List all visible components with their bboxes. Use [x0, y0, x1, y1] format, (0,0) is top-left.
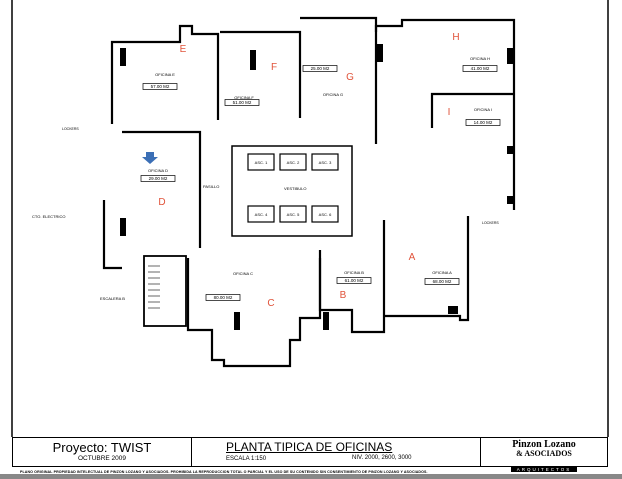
office-name: OFICINA G — [323, 92, 343, 97]
area-box — [142, 83, 178, 90]
office-letter: C — [267, 298, 274, 309]
firm-tag: ARQUITECTOS — [510, 467, 578, 472]
area-box — [462, 65, 498, 72]
office-letter: E — [180, 44, 187, 55]
area-box — [140, 175, 176, 182]
elevator-label: ASC. 5 — [287, 212, 300, 217]
lockers-right-label: LOCKERS — [482, 221, 499, 225]
elevator-label: ASC. 6 — [319, 212, 332, 217]
elevator-shaft — [247, 153, 275, 171]
firm-name: Pinzon Lozano — [512, 439, 576, 450]
area-box — [302, 65, 338, 72]
office-name: OFICINA D — [148, 168, 168, 173]
sheet-title: PLANTA TIPICA DE OFICINAS — [226, 440, 393, 454]
elevator-label: ASC. 1 — [255, 160, 268, 165]
office-area: 14.00 M2 — [474, 120, 493, 125]
area-box — [465, 119, 501, 126]
lockers-left-label: LOCKERS — [62, 127, 79, 131]
escalera-label: ESCALERA B — [100, 296, 125, 301]
office-letter: B — [340, 290, 347, 301]
office-name: OFICINA F — [234, 95, 254, 100]
bottom-bar — [0, 474, 622, 479]
area-box — [205, 294, 241, 301]
elevator-label: ASC. 3 — [319, 160, 332, 165]
office-name: OFICINA H — [470, 56, 490, 61]
office-letter: G — [346, 72, 354, 83]
arrow-down-icon — [142, 152, 158, 164]
office-area: 80.00 M2 — [214, 295, 233, 300]
elevator-shaft — [311, 205, 339, 223]
office-name: OFICINA C — [233, 271, 253, 276]
pasillo-label: PASILLO — [203, 184, 219, 189]
title-block: Proyecto: TWIST OCTUBRE 2009 PLANTA TIPI… — [12, 437, 608, 472]
office-area: 68.00 M2 — [433, 279, 452, 284]
elevator-shaft — [279, 205, 307, 223]
office-letter: A — [409, 252, 416, 263]
office-area: 29.00 M2 — [149, 176, 168, 181]
elevator-label: ASC. 2 — [287, 160, 300, 165]
office-area: 61.00 M2 — [345, 278, 364, 283]
elevator-shaft — [311, 153, 339, 171]
office-letter: H — [452, 32, 459, 43]
area-box — [224, 99, 260, 106]
office-area: 51.00 M2 — [233, 100, 252, 105]
office-area: 25.00 M2 — [311, 66, 330, 71]
office-area: 57.00 M2 — [151, 84, 170, 89]
area-box — [336, 277, 372, 284]
elevator-shaft — [247, 205, 275, 223]
firm-logo: Pinzon Lozano & ASOCIADOS ARQUITECTOS — [481, 438, 607, 472]
office-letter: F — [271, 62, 277, 73]
stair-treads — [148, 265, 160, 309]
firm-sub: & ASOCIADOS — [516, 449, 572, 458]
walls — [102, 16, 516, 368]
footer-note: PLANO ORIGINAL PROPIEDAD INTELECTUAL DE … — [20, 470, 428, 474]
area-box — [424, 278, 460, 285]
office-name: OFICINA I — [474, 107, 492, 112]
office-name: OFICINA B — [344, 270, 364, 275]
columns — [120, 44, 513, 330]
office-name: OFICINA E — [155, 72, 175, 77]
vestibulo-label: VESTIBULO — [284, 186, 306, 191]
elevator-shaft — [279, 153, 307, 171]
office-area: 41.00 M2 — [471, 66, 490, 71]
elevator-label: ASC. 4 — [255, 212, 268, 217]
scale: ESCALA 1:150 — [226, 456, 267, 462]
levels: NIV. 2000, 2600, 3000 — [352, 455, 412, 461]
office-letter: D — [158, 197, 165, 208]
office-name: OFICINA A — [432, 270, 452, 275]
cto-electrico-label: CTO. ELECTRICO — [32, 214, 66, 219]
project-date: OCTUBRE 2009 — [77, 455, 127, 462]
elevator-group: ASC. 1 ASC. 2 ASC. 3 ASC. 4 ASC. 5 ASC. 6 — [247, 153, 339, 223]
office-letter: I — [448, 107, 451, 118]
project-name: Proyecto: TWIST — [52, 440, 152, 455]
